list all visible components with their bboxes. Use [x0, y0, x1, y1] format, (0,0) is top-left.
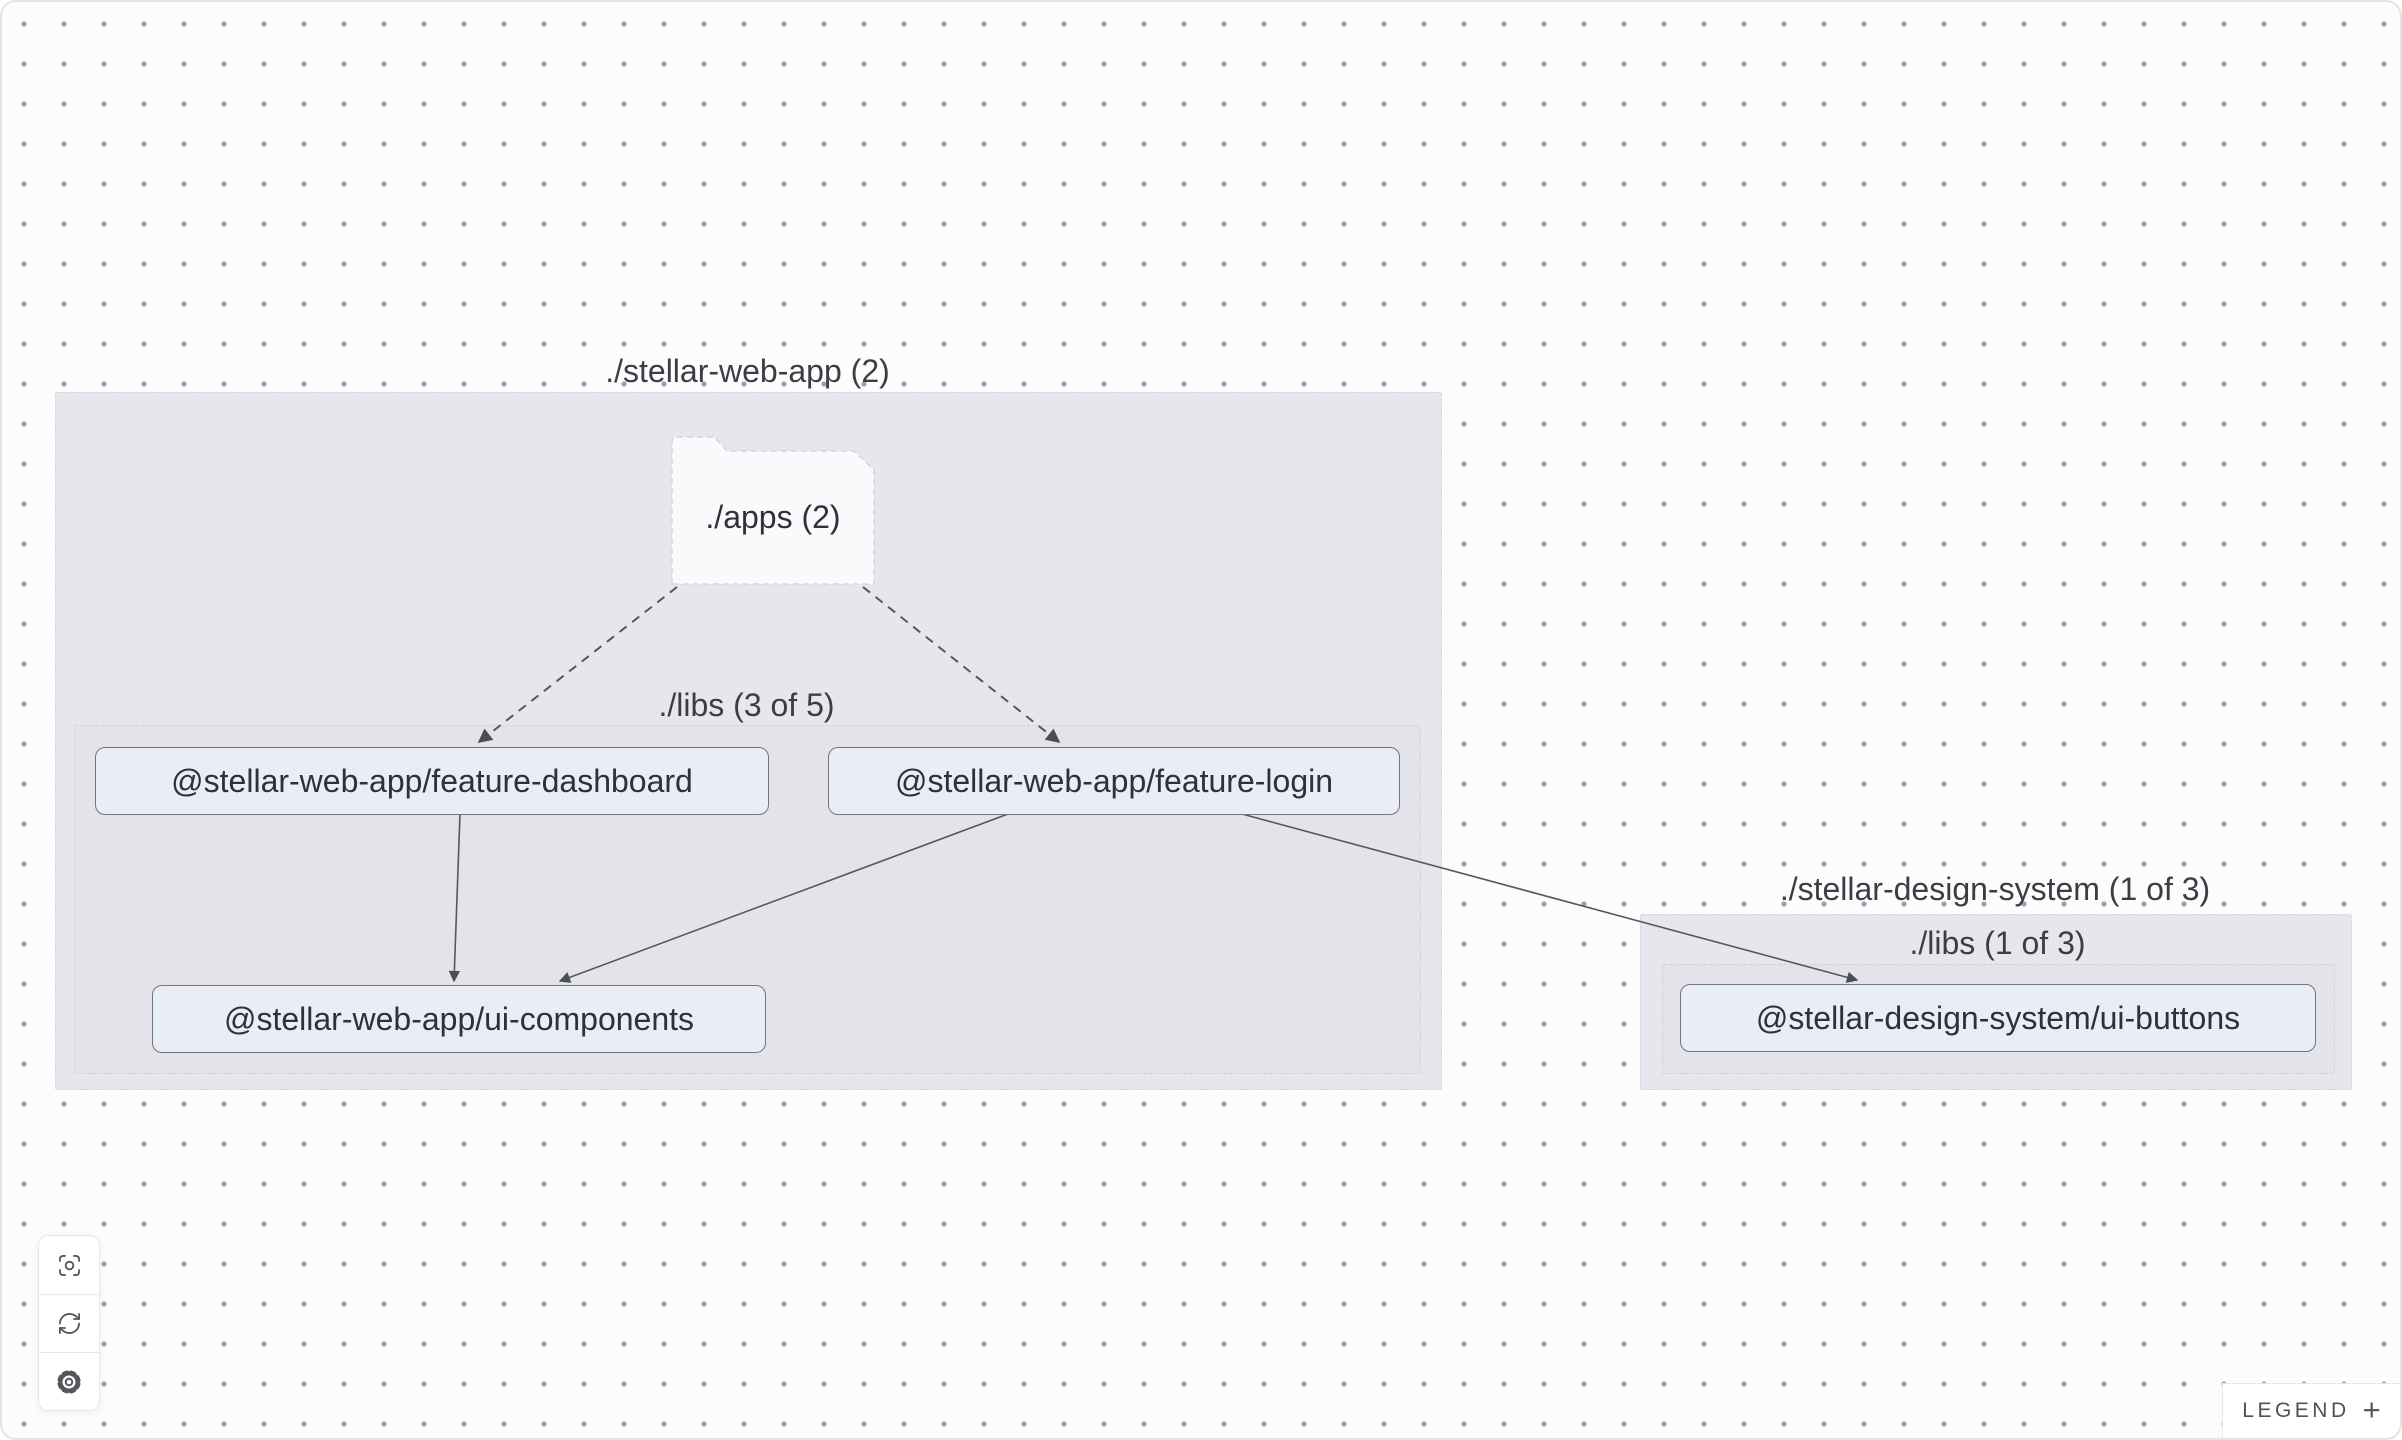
- composite-node-apps-label: ./apps (2): [705, 499, 841, 535]
- node-feature-dashboard[interactable]: @stellar-web-app/feature-dashboard: [95, 747, 769, 815]
- folder-icon: [671, 436, 875, 585]
- zoom-to-fit-icon: [58, 1254, 80, 1276]
- refresh-icon: [58, 1313, 80, 1334]
- group-box-web-libs: [74, 725, 1421, 1074]
- edge-feature-login-to-ui-components[interactable]: [558, 813, 1009, 983]
- settings-button[interactable]: [39, 1352, 99, 1410]
- edge-apps-to-feature-dashboard[interactable]: [477, 586, 678, 744]
- group-label-stellar-web-app: ./stellar-web-app (2): [605, 353, 890, 389]
- node-label: @stellar-web-app/feature-login: [894, 762, 1334, 799]
- zoom-to-fit-button[interactable]: [39, 1236, 99, 1294]
- group-label-web-libs: ./libs (3 of 5): [658, 687, 835, 723]
- node-label: @stellar-design-system/ui-buttons: [1755, 999, 2241, 1036]
- canvas-toolbar: [38, 1235, 100, 1411]
- group-box-design-libs: [1662, 964, 2335, 1074]
- node-label: @stellar-web-app/ui-components: [223, 1000, 695, 1037]
- group-label-design-libs: ./libs (1 of 3): [1909, 925, 2086, 961]
- composite-node-apps[interactable]: ./apps (2): [670, 434, 876, 587]
- settings-icon: [57, 1369, 81, 1394]
- node-feature-login[interactable]: @stellar-web-app/feature-login: [828, 747, 1400, 815]
- node-label: @stellar-web-app/feature-dashboard: [171, 762, 693, 799]
- legend-label: LEGEND: [2242, 1399, 2350, 1422]
- node-ui-components[interactable]: @stellar-web-app/ui-components: [152, 985, 766, 1053]
- node-ui-buttons[interactable]: @stellar-design-system/ui-buttons: [1680, 984, 2316, 1052]
- refresh-button[interactable]: [39, 1294, 99, 1352]
- group-label-stellar-design-system: ./stellar-design-system (1 of 3): [1779, 871, 2211, 907]
- edge-feature-dashboard-to-ui-components[interactable]: [448, 813, 461, 983]
- edge-apps-to-feature-login[interactable]: [862, 586, 1061, 744]
- edge-feature-login-to-ui-buttons[interactable]: [1241, 813, 1859, 983]
- plus-icon: +: [2362, 1392, 2381, 1427]
- legend-toggle-button[interactable]: LEGEND +: [2222, 1383, 2400, 1438]
